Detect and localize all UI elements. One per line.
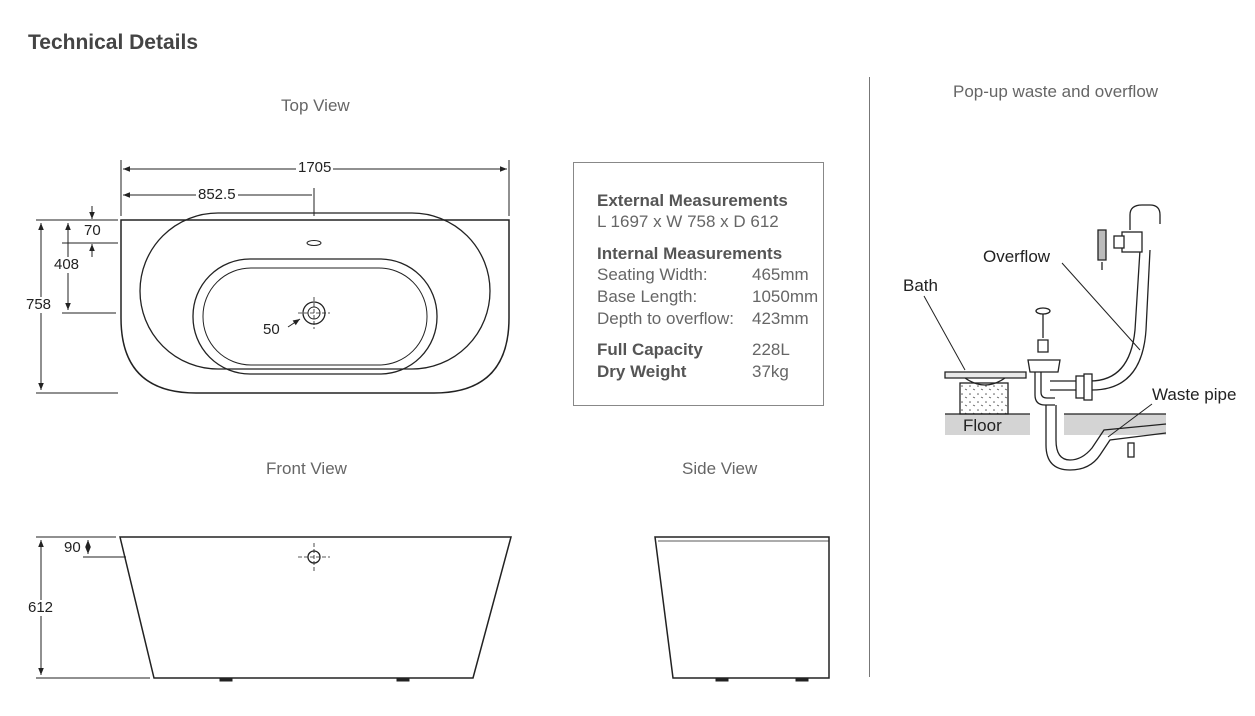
dim-overall-width: 758 xyxy=(24,296,54,313)
top-view-dimensions xyxy=(36,160,510,394)
dim-overflow-offset: 90 xyxy=(62,539,83,556)
external-value: L 1697 x W 758 x D 612 xyxy=(597,212,779,231)
section-divider xyxy=(869,77,870,677)
label-bath: Bath xyxy=(903,276,938,295)
internal-heading: Internal Measurements xyxy=(597,244,783,263)
waste-figure-title: Pop-up waste and overflow xyxy=(953,82,1159,101)
capacity-value: 228L xyxy=(752,340,790,359)
weight-label: Dry Weight xyxy=(597,362,687,381)
external-heading: External Measurements xyxy=(597,191,788,210)
dim-waste-diameter: 50 xyxy=(261,321,282,338)
weight-value: 37kg xyxy=(752,362,789,381)
internal-value: 423mm xyxy=(752,309,809,328)
internal-label: Seating Width: xyxy=(597,265,708,284)
internal-value: 465mm xyxy=(752,265,809,284)
dim-overall-length: 1705 xyxy=(296,159,334,176)
dim-half-length: 852.5 xyxy=(196,186,238,203)
capacity-label: Full Capacity xyxy=(597,340,703,359)
label-overflow: Overflow xyxy=(983,247,1051,266)
dim-height: 612 xyxy=(26,599,56,616)
internal-label: Depth to overflow: xyxy=(597,309,735,328)
side-view-title: Side View xyxy=(682,459,758,478)
dim-waste-center: 408 xyxy=(52,256,82,273)
top-view-title: Top View xyxy=(281,96,350,115)
side-view-drawing xyxy=(654,536,830,682)
front-view-title: Front View xyxy=(266,459,347,478)
top-view-drawing xyxy=(120,212,510,394)
internal-value: 1050mm xyxy=(752,287,819,306)
specs-panel xyxy=(573,162,824,406)
front-view-dimensions xyxy=(36,536,150,679)
internal-label: Base Length: xyxy=(597,287,698,306)
label-waste-pipe: Waste pipe xyxy=(1152,385,1237,404)
waste-figure-drawing xyxy=(923,204,1167,471)
dim-waste-offset: 70 xyxy=(82,222,103,239)
label-floor: Floor xyxy=(963,416,1002,435)
front-view-drawing xyxy=(119,536,512,682)
page-title: Technical Details xyxy=(28,31,199,54)
